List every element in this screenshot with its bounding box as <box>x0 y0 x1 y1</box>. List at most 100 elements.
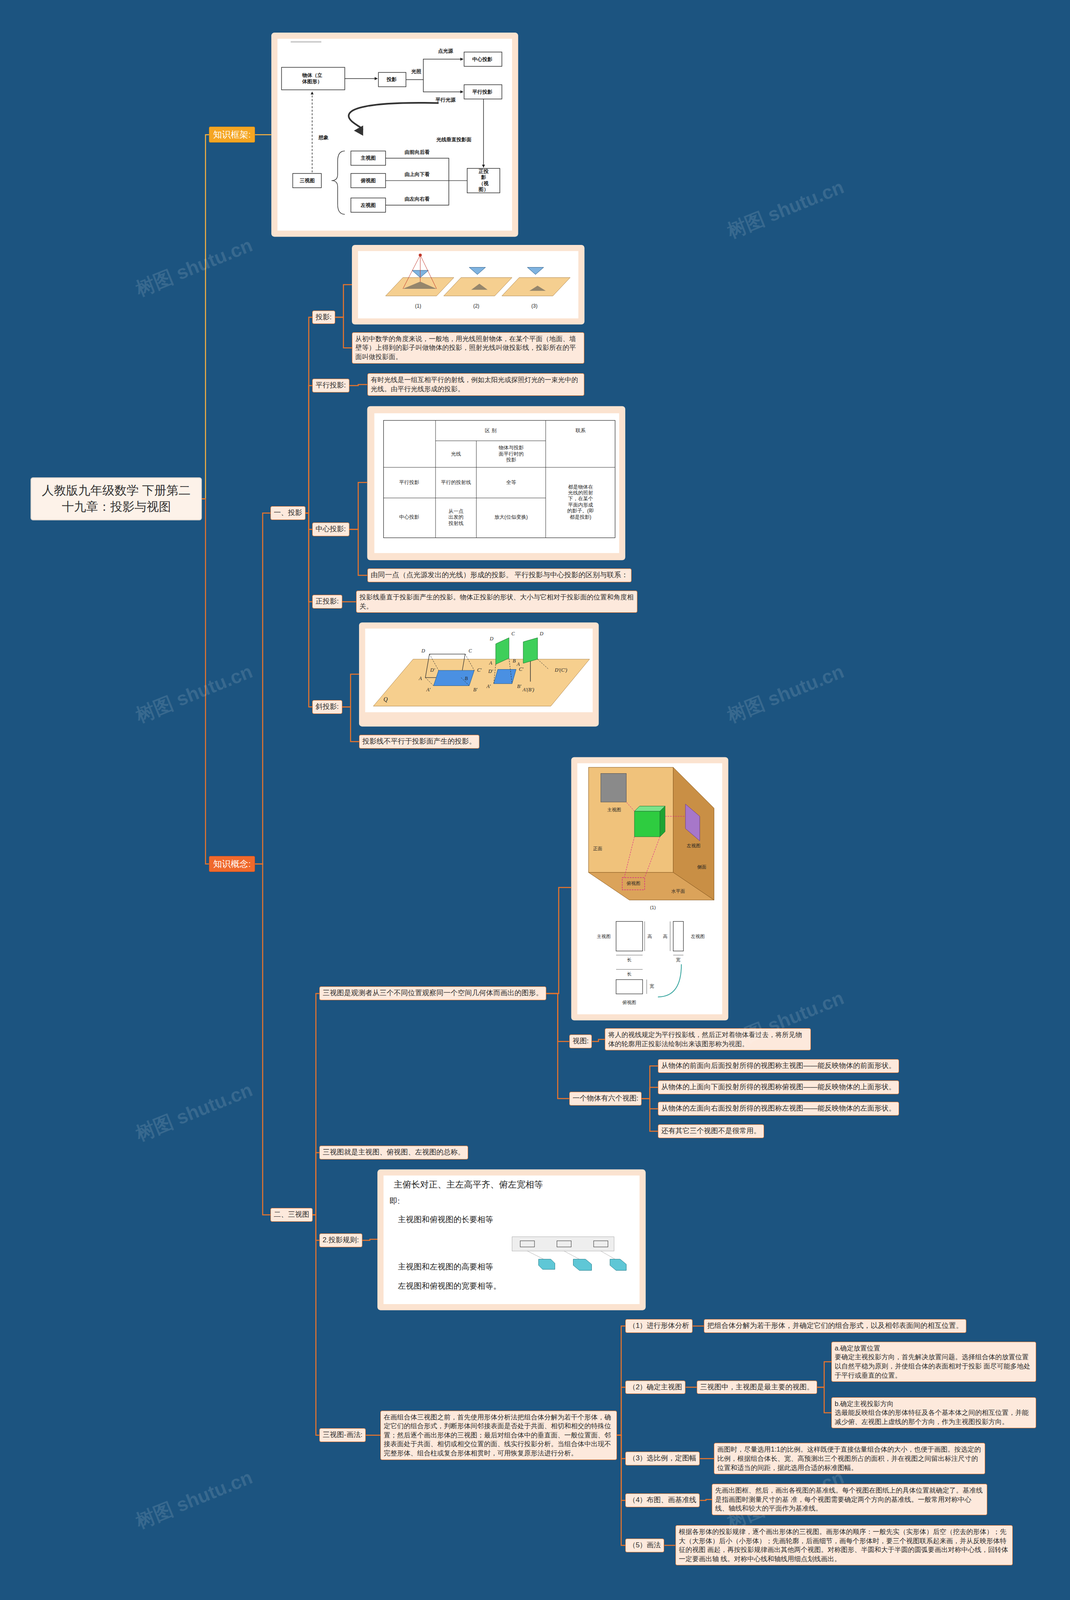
topic-box: （1）进行形体分析 <box>625 1319 693 1333</box>
oblique-projection-figure-part <box>529 661 531 682</box>
projection-figure-part <box>527 267 544 275</box>
three-view-figure-part <box>616 979 643 994</box>
oblique-projection-figure-part <box>495 637 510 665</box>
projection-figure <box>351 244 585 325</box>
oblique-projection-figure-part <box>537 659 549 670</box>
rule-text: 主视图和左视图的高要相等 <box>397 1262 494 1272</box>
projection-rule-figure-part <box>512 1236 614 1251</box>
vertex-label: C <box>468 647 472 654</box>
projection-figure-part <box>471 283 488 291</box>
table-figure-part <box>435 420 436 538</box>
box-text: 由同一点（点光源发出的光线）形成的投影。 平行投影与中心投影的区别与联系： <box>370 570 629 581</box>
box-text: 有时光线是一组互相平行的射线，例如太阳光或探照灯光的一束光中的光线。由平行光线形… <box>370 375 582 394</box>
topic-box: 投影线不平行于投影面产生的投影。 <box>359 734 480 749</box>
framework-figure-part <box>385 180 449 181</box>
topic-box: 从物体的左面向右面投射所得的视图称左视图——能反映物体的左面形状。 <box>657 1101 900 1116</box>
vertex-label: B' <box>473 686 478 693</box>
table-figure-part <box>435 440 546 441</box>
three-view-figure-part <box>616 955 643 956</box>
three-view-figure-part <box>646 979 648 994</box>
three-view-figure-part <box>685 804 700 841</box>
vertex-label: C <box>511 630 515 637</box>
three-view-figure-part <box>571 756 729 1021</box>
projection-rule-figure-part <box>538 1259 556 1270</box>
framework-figure-part <box>467 168 500 194</box>
topic-box: 三视图就是主视图、俯视图、左视图的总称。 <box>319 1145 469 1160</box>
topic-box: 画图时，尽量选用1:1的比例。这样既便于直接估量组合体的大小，也便于画图。按选定… <box>713 1442 986 1475</box>
vertex-label: B <box>512 657 516 664</box>
box-text: 画图时，尽量选用1:1的比例。这样既便于直接估量组合体的大小，也便于画图。按选定… <box>717 1444 982 1473</box>
box-text: 知识概念: <box>213 858 251 870</box>
figure-leader <box>342 674 360 707</box>
view-label: 长 <box>626 971 632 977</box>
projection-figure-part <box>402 281 437 289</box>
oblique-projection-figure-part <box>365 628 593 713</box>
topic-box: 视图: <box>569 1034 593 1049</box>
topic-box: 中心投影: <box>312 522 350 537</box>
framework-label: 由左向右看 <box>404 196 430 202</box>
oblique-projection-figure-part <box>433 670 475 686</box>
branch-connector <box>305 385 313 513</box>
table-cell: 中心投影 <box>399 514 420 520</box>
figure-leader <box>349 482 368 530</box>
table-cell: 平行的投射线 <box>440 479 472 486</box>
table-figure-part <box>383 420 616 538</box>
box-text: 选最能反映组合体的形体特征及各个基本体之间的相互位置，并能减少俯、左视图上虚线的… <box>834 1408 1034 1427</box>
box-text: （2）确定主视图 <box>628 1382 683 1393</box>
table-figure-part <box>383 497 546 499</box>
box-text: 知识框架: <box>213 128 251 141</box>
box-text: 在画组合体三视图之前，首先使用形体分析法把组合体分解为若干个形体，确定它们的组合… <box>383 1412 614 1458</box>
view-label: (1) <box>649 904 656 911</box>
box-text: （5）画法 <box>628 1540 661 1551</box>
projection-rule-figure-part <box>556 1240 571 1248</box>
box-text: 从物体的上面向下面投射所得的视图称俯视图——能反映物体的上面形状。 <box>661 1082 896 1093</box>
topic-box: 三视图是观测者从三个不同位置观察同一个空间几何体而画出的图形。 <box>319 986 547 1001</box>
projection-rule-figure-part <box>520 1240 535 1248</box>
three-view-figure-part <box>634 811 660 837</box>
framework-figure-part <box>331 150 345 214</box>
three-view-figure-part <box>670 921 671 952</box>
topic-box: 由同一点（点光源发出的光线）形成的投影。 平行投影与中心投影的区别与联系： <box>367 568 632 583</box>
topic-box: （2）确定主视图 <box>625 1380 686 1395</box>
framework-label: 由前向后看 <box>404 149 430 156</box>
branch-connector <box>305 513 313 708</box>
topic-box: （5）画法 <box>625 1538 665 1553</box>
projection-figure-part <box>385 277 454 296</box>
vertex-label: A'(B') <box>522 686 535 693</box>
table-figure-part <box>367 406 626 561</box>
table-cell: 物体与投影面平行时的投影 <box>497 444 525 463</box>
framework-label: 三视图 <box>299 177 315 184</box>
box-text: 二、三视图 <box>273 1210 310 1220</box>
box-text: 人教版九年级数学 下册第二十九章：投影与视图 <box>37 482 196 515</box>
box-text: 从物体的左面向右面投射所得的视图称左视图——能反映物体的左面形状。 <box>661 1103 896 1114</box>
vertex-label: D' <box>430 667 435 673</box>
figure-caption: (1) <box>415 303 422 309</box>
framework-figure-part <box>344 78 378 79</box>
box-text: 还有其它三个视图不是很常用。 <box>661 1126 761 1137</box>
topic-box: 一个物体有六个视图: <box>569 1091 642 1106</box>
framework-figure-part <box>281 67 345 90</box>
vertex-label: C' <box>519 666 524 673</box>
box-text: 三视图就是主视图、俯视图、左视图的总称。 <box>322 1147 465 1158</box>
view-label: 宽 <box>649 983 655 989</box>
projection-rule-figure-part <box>573 1259 592 1271</box>
branch-connector <box>685 1386 697 1389</box>
three-view-figure-part <box>644 921 645 952</box>
box-text: 一、投影 <box>273 508 303 518</box>
projection-rule-figure-part <box>564 1250 580 1260</box>
box-heading: a.确定放置位置 <box>834 1343 1034 1353</box>
oblique-projection-figure-part <box>425 677 434 686</box>
branch-connector <box>349 384 368 386</box>
projection-rule-figure-part <box>593 1240 608 1248</box>
branch-connector <box>616 1326 626 1436</box>
branch-connector <box>342 706 360 742</box>
oblique-projection-figure-part <box>493 669 517 684</box>
view-label: 俯视图 <box>626 880 641 887</box>
branch-connector <box>664 1544 676 1547</box>
framework-figure-part <box>290 40 322 43</box>
vertex-label: D <box>539 630 544 637</box>
framework-label: 平行光源 <box>435 96 456 103</box>
table-figure-part <box>383 467 616 468</box>
box-text: 三视图是观测者从三个不同位置观察同一个空间几何体而画出的图形。 <box>322 988 543 999</box>
box-text: 视图: <box>572 1036 589 1047</box>
